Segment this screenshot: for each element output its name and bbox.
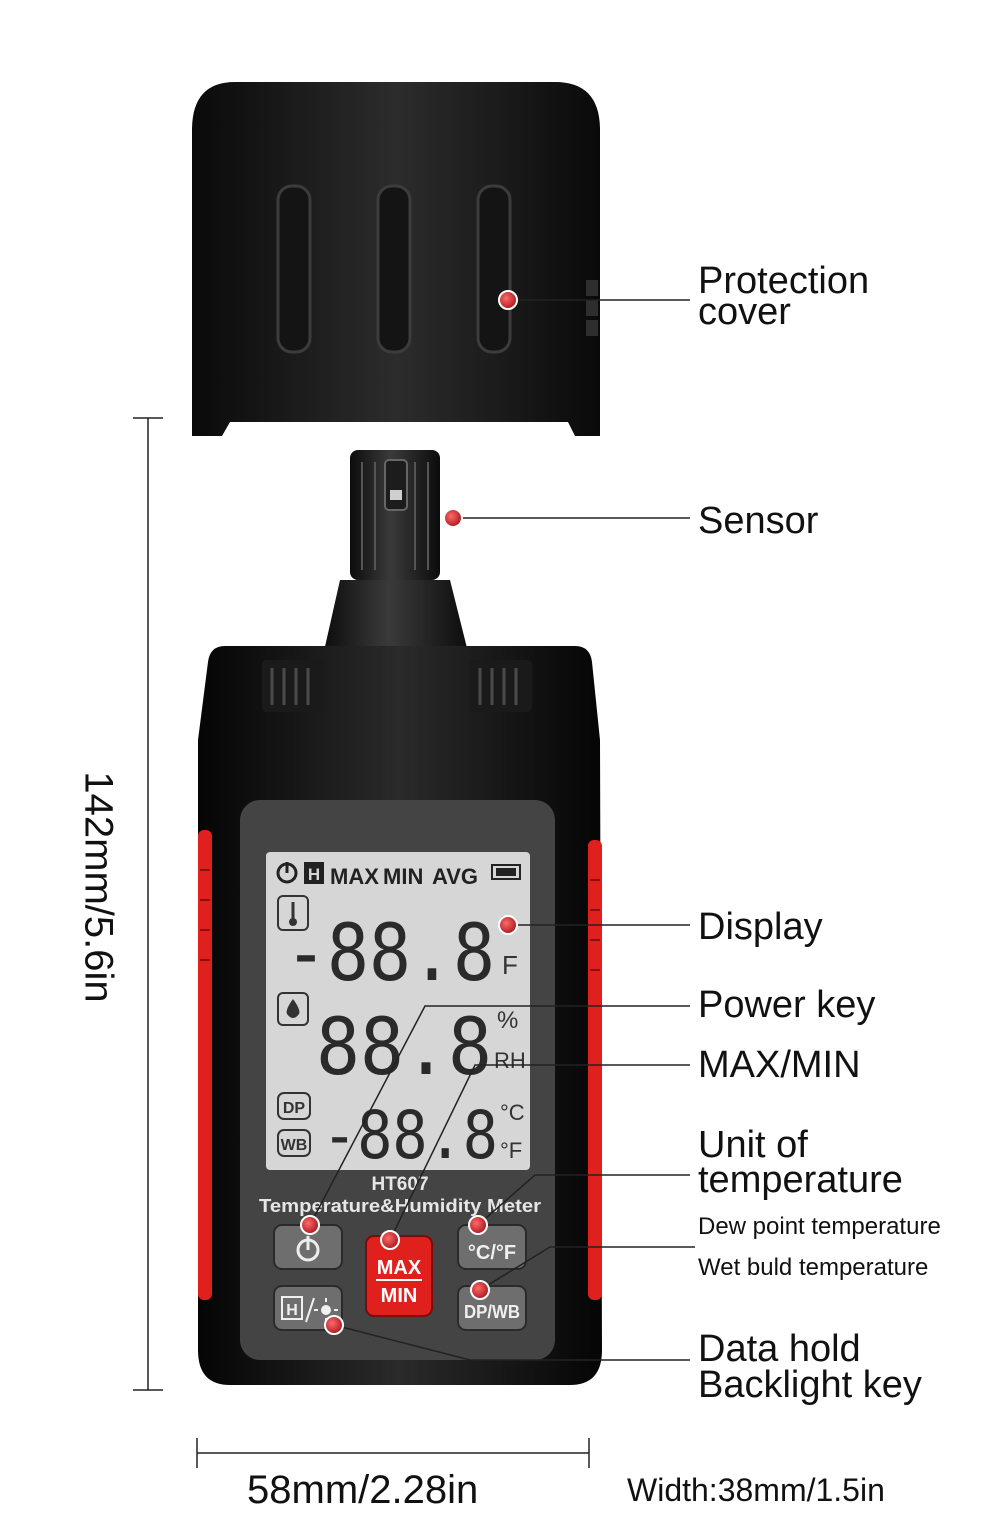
- sensor-probe: [322, 450, 470, 660]
- dimension-lines: [133, 417, 590, 1468]
- keypad: MAX MIN °C/°F H DP/WB: [273, 1224, 527, 1331]
- data-hold-label-line2: Backlight key: [698, 1364, 922, 1406]
- svg-text:°C: °C: [500, 1100, 525, 1125]
- dew-point-label: Dew point temperature: [698, 1213, 941, 1240]
- front-width-dimension-label: 58mm/2.28in: [247, 1468, 479, 1512]
- lcd-content: H MAX MIN AVG -88.8 ° F 88.8 % RH DP WB …: [259, 862, 541, 1216]
- humidity-drop-icon: [277, 992, 309, 1026]
- wet-bulb-label: Wet buld temperature: [698, 1254, 929, 1281]
- lcd-dp-indicator: DP: [283, 1100, 306, 1117]
- protection-cover-label-line2: cover: [698, 291, 791, 333]
- svg-text:°F: °F: [500, 1138, 522, 1163]
- max-min-label: MAX/MIN: [698, 1044, 861, 1086]
- thickness-dimension-label: Width:38mm/1.5in: [627, 1472, 885, 1508]
- lcd-row2-value: 88.8: [316, 1003, 492, 1093]
- unit-of-temperature-label-line2: temperature: [698, 1159, 903, 1201]
- device-name-label: Temperature&Humidity Meter: [259, 1196, 541, 1216]
- lcd-status-max: MAX: [330, 864, 379, 889]
- lcd-wb-indicator: WB: [281, 1137, 308, 1154]
- thermometer-icon: [277, 895, 309, 931]
- height-dimension-label: 142mm/5.6in: [76, 771, 121, 1003]
- sensor-label: Sensor: [698, 500, 819, 542]
- protection-cover: [192, 82, 600, 436]
- lcd-status-min: MIN: [383, 864, 423, 889]
- battery-icon: [491, 864, 521, 880]
- callout-lines: [309, 299, 695, 1361]
- lcd-status-avg: AVG: [432, 864, 478, 889]
- svg-text:°C/°F: °C/°F: [468, 1242, 516, 1264]
- display-label: Display: [698, 906, 823, 948]
- unit-of-temperature-label-line1: Unit of: [698, 1124, 808, 1166]
- svg-text:F: F: [502, 950, 518, 980]
- svg-text:RH: RH: [494, 1048, 526, 1073]
- lcd-row1-value: -88.8: [285, 909, 495, 999]
- protection-cover-label-line1: Protection: [698, 260, 870, 302]
- data-hold-label-line1: Data hold: [698, 1328, 861, 1370]
- unit-key[interactable]: [457, 1224, 527, 1270]
- svg-text:H: H: [308, 865, 320, 884]
- lcd-row3-value: -88.8: [322, 1097, 498, 1174]
- lcd-hold-indicator: [304, 862, 324, 884]
- svg-text:MAX: MAX: [377, 1257, 422, 1279]
- meter-body: [198, 646, 602, 1385]
- callout-dots: [300, 290, 518, 1335]
- svg-text:MIN: MIN: [381, 1285, 418, 1307]
- lcd-screen: [266, 852, 530, 1170]
- svg-text:DP/WB: DP/WB: [464, 1302, 520, 1322]
- svg-text:%: %: [497, 1007, 518, 1034]
- power-key-label: Power key: [698, 984, 876, 1026]
- backlight-sun-icon: [321, 1305, 331, 1315]
- svg-text:H: H: [286, 1302, 298, 1319]
